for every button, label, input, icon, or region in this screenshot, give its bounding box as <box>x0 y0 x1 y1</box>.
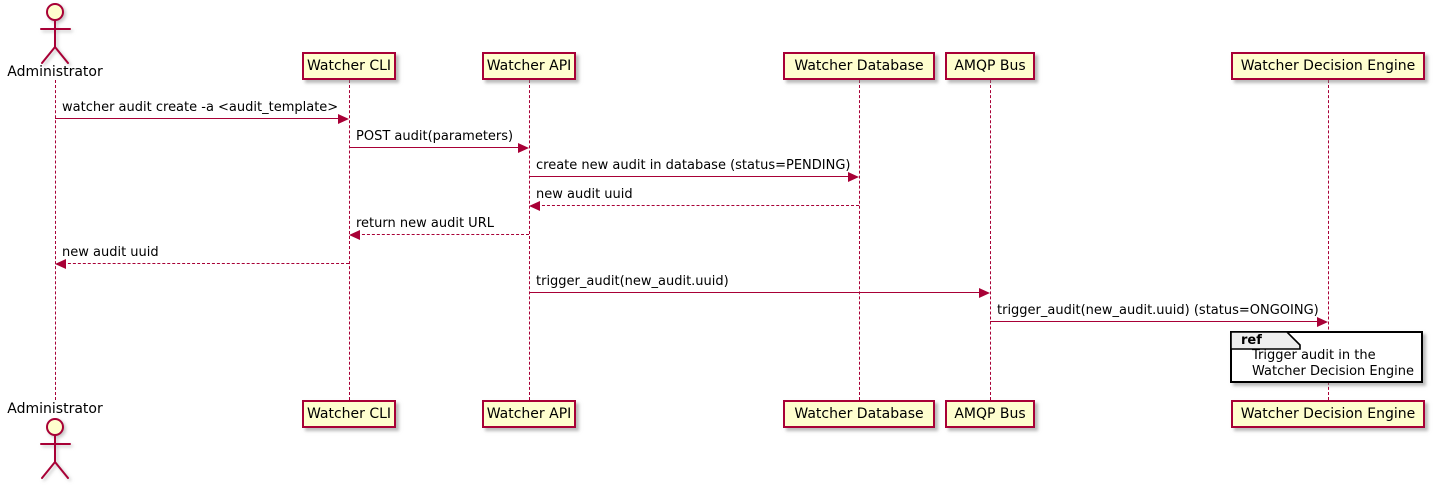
ref-text-line: Trigger audit in the <box>1252 348 1376 363</box>
actor-figure-top <box>33 0 77 68</box>
ref-keyword: ref <box>1241 333 1262 348</box>
actor-figure-bottom <box>33 415 77 483</box>
message-line-7 <box>529 292 987 293</box>
message-line-1 <box>55 118 346 119</box>
message-label-6: new audit uuid <box>62 245 159 260</box>
participant-top-amqp-bus: AMQP Bus <box>945 52 1035 80</box>
message-line-4 <box>532 205 859 206</box>
message-label-1: watcher audit create -a <audit_template> <box>62 100 339 115</box>
lifeline-administrator <box>55 80 56 400</box>
participant-bottom-watcher-api: Watcher API <box>482 400 576 428</box>
message-line-6 <box>58 263 349 264</box>
participant-bottom-label-administrator: Administrator <box>7 401 103 417</box>
message-arrowhead-1 <box>338 114 349 124</box>
message-arrowhead-6 <box>55 259 66 269</box>
participant-top-watcher-database: Watcher Database <box>783 52 935 80</box>
message-arrowhead-2 <box>518 143 529 153</box>
participant-top-watcher-api: Watcher API <box>482 52 576 80</box>
message-line-2 <box>349 147 526 148</box>
ref-fragment: ref Trigger audit in the Watcher Decisio… <box>1230 331 1423 383</box>
participant-bottom-watcher-cli: Watcher CLI <box>302 400 396 428</box>
lifeline-watcher-decision-engine <box>1328 80 1329 400</box>
message-arrowhead-7 <box>979 288 990 298</box>
lifeline-watcher-database <box>859 80 860 400</box>
message-label-7: trigger_audit(new_audit.uuid) <box>536 274 729 289</box>
ref-text-line: Watcher Decision Engine <box>1252 364 1414 379</box>
message-label-3: create new audit in database (status=PEN… <box>536 158 851 173</box>
participant-bottom-watcher-database: Watcher Database <box>783 400 935 428</box>
participant-bottom-amqp-bus: AMQP Bus <box>945 400 1035 428</box>
message-label-8: trigger_audit(new_audit.uuid) (status=ON… <box>997 303 1319 318</box>
message-label-2: POST audit(parameters) <box>356 129 514 144</box>
ref-text: Trigger audit in the Watcher Decision En… <box>1252 348 1414 380</box>
message-label-4: new audit uuid <box>536 187 633 202</box>
message-arrowhead-8 <box>1317 317 1328 327</box>
participant-top-watcher-decision-engine: Watcher Decision Engine <box>1231 52 1425 80</box>
message-arrowhead-3 <box>848 172 859 182</box>
message-line-8 <box>990 321 1325 322</box>
message-arrowhead-5 <box>349 230 360 240</box>
ref-tab-shape <box>1230 331 1301 350</box>
message-label-5: return new audit URL <box>356 216 494 231</box>
lifeline-watcher-api <box>529 80 530 400</box>
participant-top-watcher-cli: Watcher CLI <box>302 52 396 80</box>
message-line-3 <box>529 176 856 177</box>
message-arrowhead-4 <box>529 201 540 211</box>
lifeline-amqp-bus <box>990 80 991 400</box>
participant-top-label-administrator: Administrator <box>7 64 103 80</box>
lifeline-watcher-cli <box>349 80 350 400</box>
participant-bottom-watcher-decision-engine: Watcher Decision Engine <box>1231 400 1425 428</box>
message-line-5 <box>352 234 529 235</box>
